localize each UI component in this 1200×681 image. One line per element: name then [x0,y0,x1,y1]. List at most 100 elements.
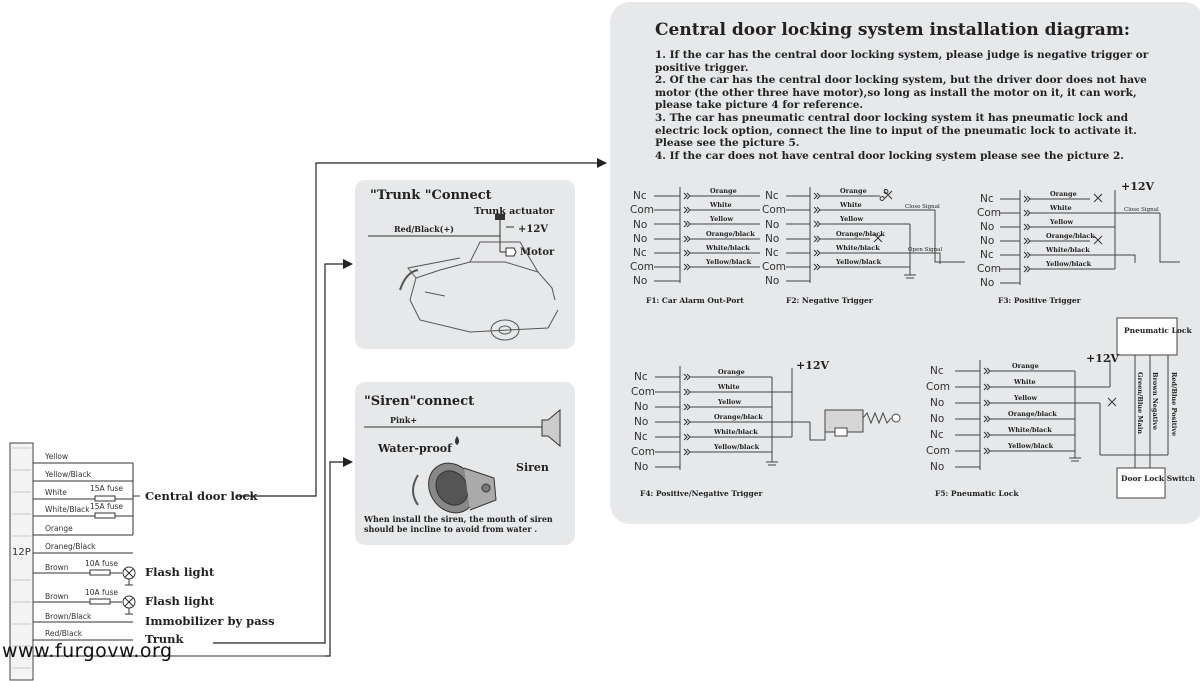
siren-note: When install the siren, the mouth of sir… [364,514,553,534]
actuator-icon [495,214,505,220]
connector-12p [9,442,34,681]
f5-wire-label: Red/Blue Positive [1170,372,1178,436]
scissors-icon [873,233,883,243]
connector-glyph [683,220,691,228]
connector-label: 12P [12,547,31,558]
function-label: Flash light [145,565,215,579]
fuse-icon: 15A fuse [90,484,123,502]
connector-glyph [983,447,991,455]
car-icon [399,241,559,341]
harness-wire-label: Orange [45,524,73,533]
connector-glyph [1023,265,1031,273]
siren-title: "Siren"connect [364,394,474,409]
terminal-label: Nc [765,247,779,259]
harness-wire-label: Oraneg/Black [45,542,96,551]
trunk-wire-label: Red/Black(+) [394,224,454,234]
connector-glyph [813,249,821,257]
svg-text:15A fuse: 15A fuse [90,502,123,511]
connector-glyph [1023,209,1031,217]
connector-glyph [683,418,691,426]
scissors-icon [1093,193,1103,203]
connector-glyph [683,448,691,456]
scissors-icon [1093,235,1103,245]
terminal-label: No [633,275,647,287]
wire-label: White/black [1007,426,1052,434]
wire-label: Orange [840,187,867,195]
connector-glyph [683,206,691,214]
installation-panel [610,2,1200,524]
wire-label: Yellow [1013,394,1037,402]
connector-glyph [683,249,691,257]
wire-label: Orange/black [714,413,763,421]
open-signal-label: Open Signal [908,247,942,253]
harness: 12P Yellow Yellow/Black White White/Blac… [9,442,325,681]
terminal-label: No [634,461,648,473]
f5-wire-label: Brown Negative [1151,372,1159,430]
connector-glyph [983,383,991,391]
connector-glyph [683,235,691,243]
terminal-label: No [634,416,648,428]
wire-label: Yellow/black [1045,260,1092,268]
instruction-item: 1. If the car has the central door locki… [655,49,1149,74]
instruction-item: 2. Of the car has the central door locki… [655,74,1147,112]
terminal-label: Com [926,381,950,393]
connector-glyph [813,220,821,228]
waterproof-label: Water-proof [377,442,453,455]
harness-wire-label: White [45,488,67,497]
terminal-label: Nc [633,190,647,202]
siren-horn-icon [428,462,497,514]
lamp-icon [122,595,136,615]
fuse-icon: 15A fuse [90,502,123,519]
function-label: Trunk [145,632,185,646]
wire-label: Yellow/black [713,443,760,451]
connector-glyph [1023,223,1031,231]
trunk-motor-label: Motor [520,247,555,258]
terminal-label: Nc [765,190,779,202]
close-signal-label: Close Signal [905,204,940,210]
terminal-label: No [634,401,648,413]
function-label: Immobilizer by pass [145,614,275,628]
terminal-label: No [765,219,779,231]
terminal-label: Nc [634,371,648,383]
wire-label: White [1049,204,1072,212]
harness-wire-label: Brown [45,592,69,601]
harness-wire-label: Yellow [44,452,68,461]
wire-label: White/black [705,244,750,252]
wire-label: Orange [1012,362,1039,370]
connector-glyph [813,206,821,214]
terminal-label: Nc [980,249,994,261]
trunk-voltage: +12V [518,224,548,235]
connector-glyph [683,388,691,396]
svg-text:10A fuse: 10A fuse [85,559,118,568]
terminal-label: Com [762,261,786,273]
figure-caption: F2: Negative Trigger [786,296,874,305]
motor-icon [500,247,517,257]
terminal-label: No [765,233,779,245]
connector-glyph [683,403,691,411]
terminal-label: Nc [930,365,944,377]
terminal-label: No [980,277,994,289]
door-lock-switch-box [1116,467,1166,499]
wire-label: White [709,201,732,209]
svg-text:10A fuse: 10A fuse [85,588,118,597]
connector-glyph [813,235,821,243]
connector-glyph [1023,195,1031,203]
siren-panel: "Siren"connect Pink+ Siren Water-proof [355,382,575,545]
figure-f2: Nc Com No No Nc Com No [762,187,965,305]
terminal-label: Com [630,204,654,216]
terminal-label: Com [630,261,654,273]
water-drop-icon [455,436,459,445]
wire-label: Yellow/black [1007,442,1054,450]
wire-label: White/black [835,244,880,252]
close-signal-label: Close Signal [1124,207,1159,213]
connector-glyph [983,399,991,407]
connector-glyph [683,192,691,200]
figure-caption: F1: Car Alarm Out-Port [646,296,744,305]
voltage-label: +12V [1121,180,1155,193]
wire-label: Yellow/black [705,258,752,266]
wire-label: Orange [718,368,745,376]
function-label: Central door lock [145,489,259,503]
connector-glyph [683,263,691,271]
wire-label: Yellow/black [835,258,882,266]
